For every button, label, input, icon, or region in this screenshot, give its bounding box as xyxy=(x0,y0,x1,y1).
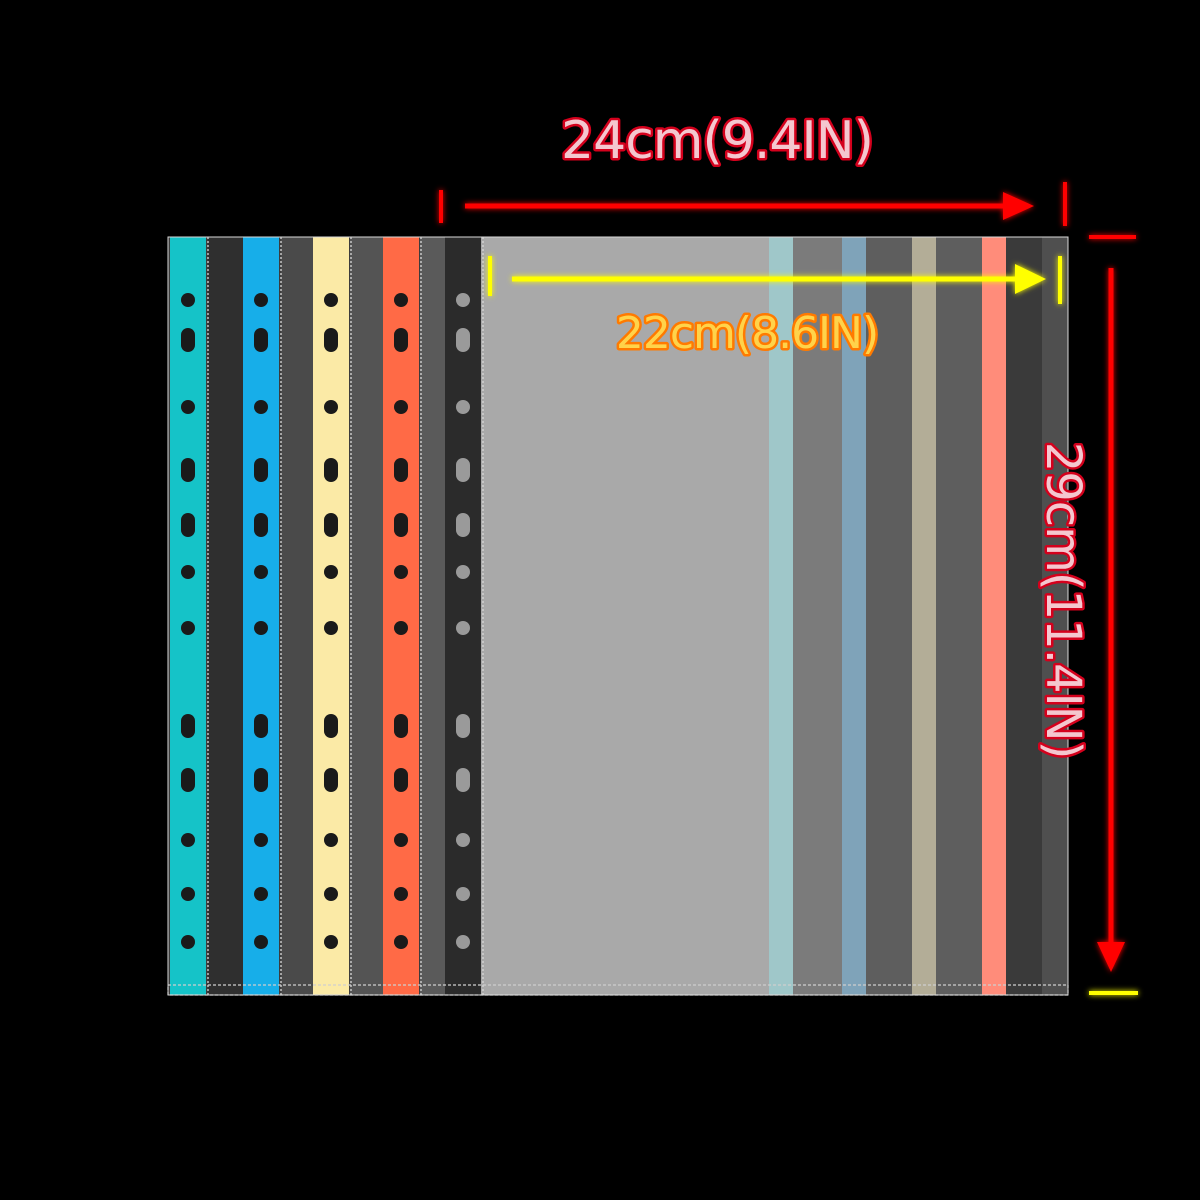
cyan-edge-ribbon xyxy=(769,237,793,995)
punch-hole xyxy=(254,458,268,482)
punch-hole xyxy=(181,565,195,579)
punch-hole xyxy=(254,935,268,949)
outer-width-arrow-head xyxy=(1003,192,1034,220)
punch-hole xyxy=(324,714,338,738)
punch-hole xyxy=(181,513,195,537)
punch-hole xyxy=(456,400,470,414)
punch-hole xyxy=(324,935,338,949)
inner-width-label: 22cm(8.6IN) xyxy=(616,308,878,359)
punch-hole xyxy=(394,400,408,414)
punch-hole xyxy=(324,833,338,847)
punch-hole xyxy=(181,935,195,949)
punch-hole xyxy=(254,400,268,414)
blue-edge-ribbon xyxy=(842,237,866,995)
punch-hole xyxy=(394,293,408,307)
gap-4 xyxy=(420,237,446,995)
punch-hole xyxy=(181,714,195,738)
orange-edge-ribbon xyxy=(982,237,1006,995)
binding-strip-fill xyxy=(383,237,419,995)
punch-hole xyxy=(254,768,268,792)
punch-hole xyxy=(324,887,338,901)
punch-hole xyxy=(181,458,195,482)
gap-2 xyxy=(281,237,313,995)
binding-strip-fill xyxy=(313,237,349,995)
punch-hole xyxy=(254,621,268,635)
punch-hole xyxy=(181,887,195,901)
punch-hole xyxy=(254,714,268,738)
pocket-right-edge xyxy=(1042,237,1068,995)
punch-hole xyxy=(324,513,338,537)
punch-hole xyxy=(394,621,408,635)
punch-hole xyxy=(181,768,195,792)
binding-strip-4 xyxy=(383,237,422,995)
punch-hole xyxy=(254,513,268,537)
punch-hole xyxy=(324,293,338,307)
binding-strip-fill xyxy=(445,237,481,995)
punch-hole xyxy=(324,565,338,579)
punch-hole xyxy=(181,328,195,352)
punch-hole xyxy=(324,400,338,414)
punch-hole xyxy=(456,513,470,537)
punch-hole xyxy=(456,833,470,847)
punch-hole xyxy=(324,328,338,352)
binding-strip-1 xyxy=(170,237,209,995)
punch-hole xyxy=(456,458,470,482)
binding-strip-fill xyxy=(170,237,206,995)
punch-hole xyxy=(456,768,470,792)
punch-hole xyxy=(324,768,338,792)
punch-hole xyxy=(394,833,408,847)
sleeve-outline xyxy=(167,236,1069,996)
punch-hole xyxy=(394,458,408,482)
punch-hole xyxy=(394,935,408,949)
punch-hole xyxy=(456,293,470,307)
punch-hole xyxy=(254,293,268,307)
inner-width-arrow-head xyxy=(1015,264,1046,294)
punch-hole xyxy=(456,935,470,949)
punch-hole xyxy=(181,400,195,414)
punch-hole xyxy=(181,833,195,847)
punch-hole xyxy=(254,565,268,579)
punch-hole xyxy=(181,293,195,307)
height-label: 29cm(11.4IN) xyxy=(1035,442,1091,759)
punch-hole xyxy=(456,887,470,901)
sheet-protector-stack xyxy=(167,236,1069,996)
punch-hole xyxy=(394,714,408,738)
binding-strips xyxy=(170,237,484,995)
punch-hole xyxy=(394,768,408,792)
outer-width-label: 24cm(9.4IN) xyxy=(561,111,873,171)
punch-hole xyxy=(324,621,338,635)
punch-hole xyxy=(456,565,470,579)
punch-hole xyxy=(254,328,268,352)
inner-width-dimension xyxy=(488,256,1062,304)
binding-strip-5 xyxy=(445,237,484,995)
punch-hole xyxy=(394,887,408,901)
binding-strip-3 xyxy=(313,237,352,995)
punch-hole xyxy=(254,833,268,847)
gap-3 xyxy=(350,237,384,995)
punch-hole xyxy=(181,621,195,635)
punch-hole xyxy=(456,328,470,352)
punch-hole xyxy=(254,887,268,901)
gap-1 xyxy=(208,237,244,995)
punch-hole xyxy=(456,714,470,738)
height-dimension xyxy=(1089,235,1138,995)
punch-hole xyxy=(324,458,338,482)
punch-hole xyxy=(394,513,408,537)
outer-width-dimension xyxy=(439,182,1067,226)
binding-strip-2 xyxy=(243,237,282,995)
punch-hole xyxy=(394,565,408,579)
binding-strip-fill xyxy=(243,237,279,995)
height-arrow-head xyxy=(1097,942,1125,972)
punch-hole xyxy=(456,621,470,635)
punch-hole xyxy=(394,328,408,352)
yellow-edge-ribbon xyxy=(912,237,936,995)
